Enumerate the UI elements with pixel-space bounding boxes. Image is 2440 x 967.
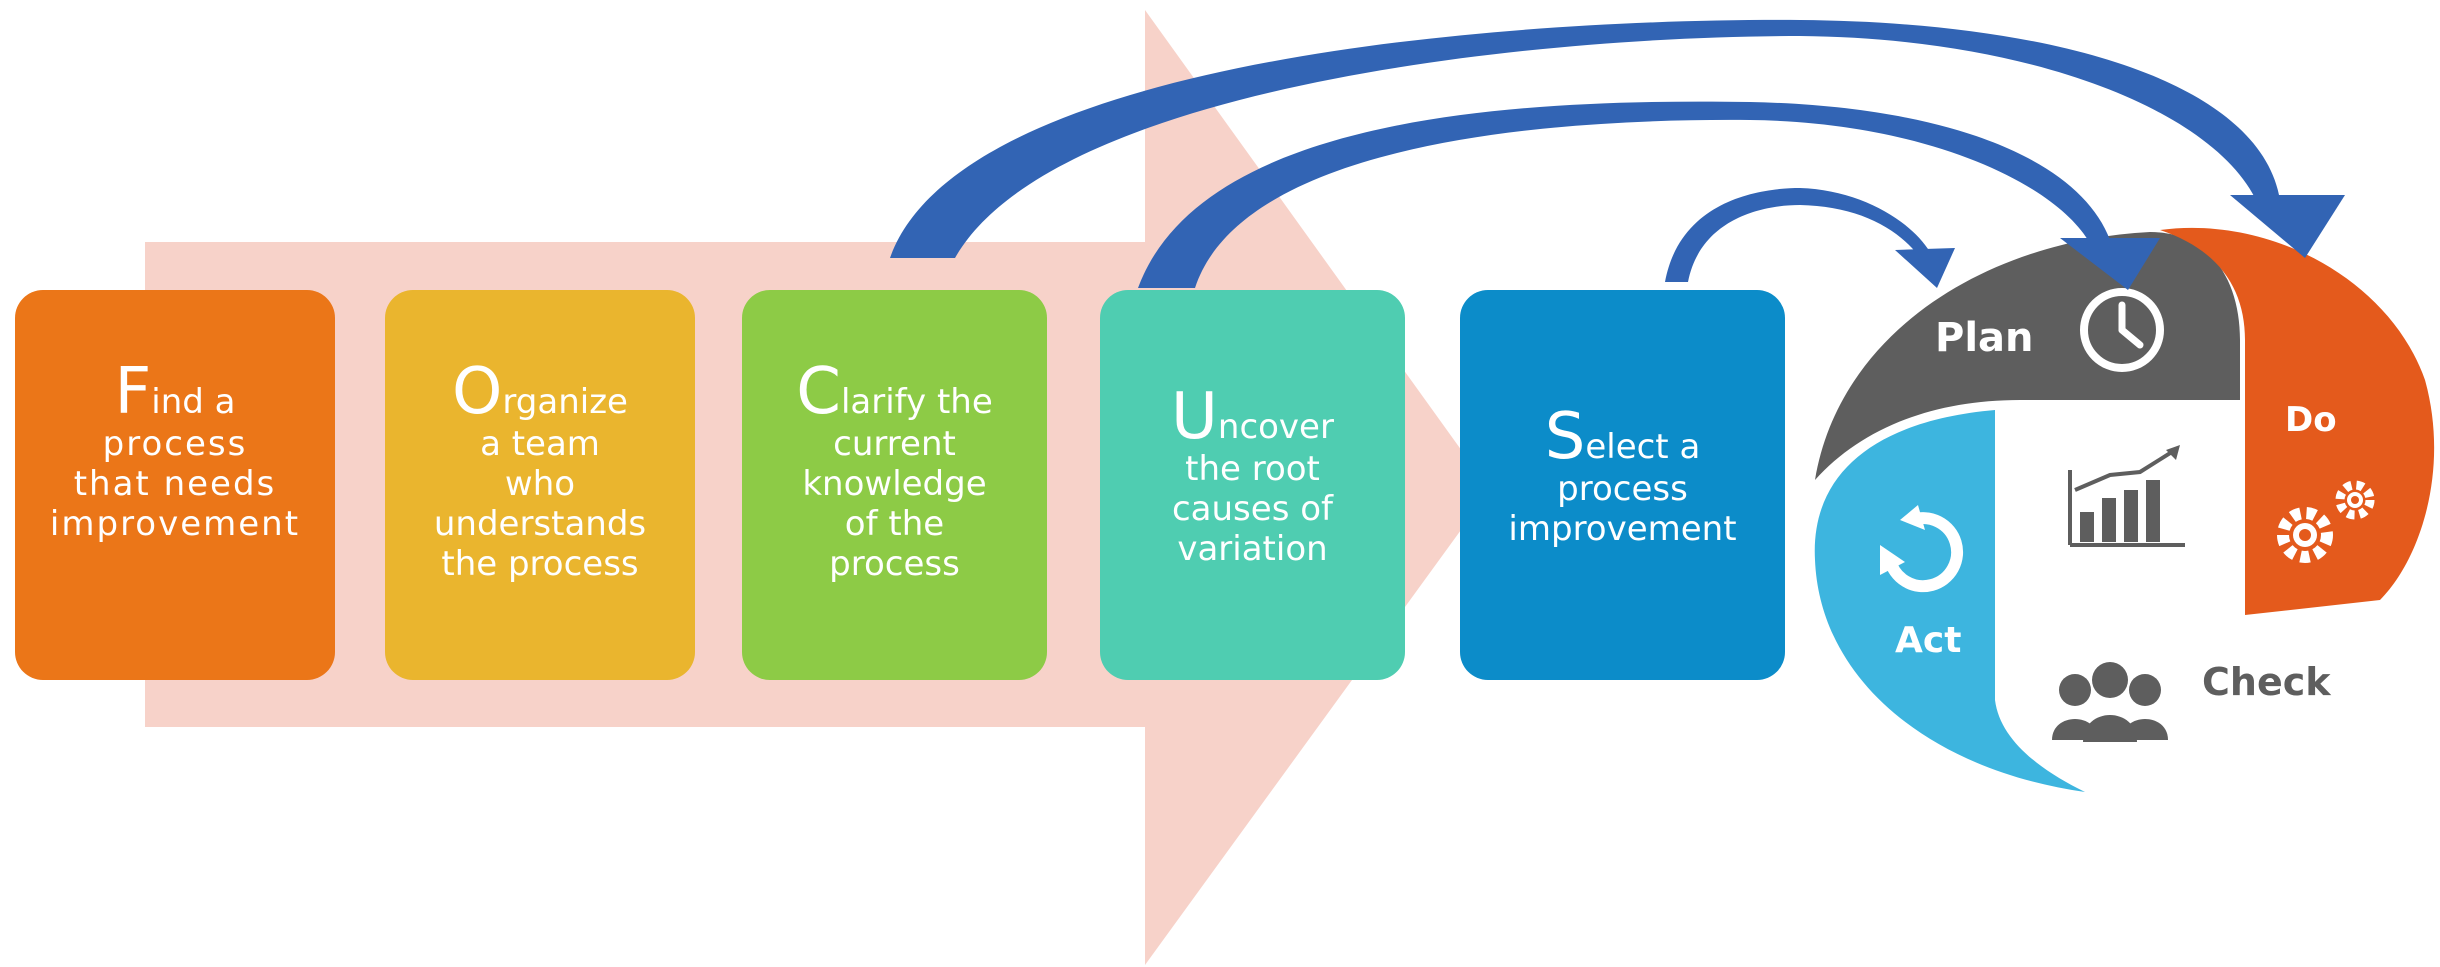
people-icon — [2052, 662, 2168, 742]
pdca-do-label: Do — [2285, 400, 2337, 440]
pdca-plan-label: Plan — [1935, 315, 2034, 361]
step-body: a team who understands the process — [433, 424, 647, 584]
pdca-check-label: Check — [2202, 660, 2331, 704]
step-text-uncover: Uncover the root causes of variation — [1100, 385, 1405, 569]
arrowhead-act — [1895, 248, 1955, 288]
bar-chart-icon — [2068, 445, 2185, 547]
arrow-select-to-act — [1665, 188, 1930, 282]
arrowhead-plan — [2060, 238, 2160, 290]
pdca-act-label: Act — [1895, 620, 1962, 661]
step-initial: C — [796, 355, 841, 429]
step-title-rest: larify the — [840, 382, 993, 422]
step-title-rest: elect a — [1585, 427, 1701, 467]
step-text-organize: Organize a team who understands the proc… — [385, 360, 695, 584]
pdca-do-segment — [2160, 227, 2435, 615]
step-initial: S — [1544, 400, 1586, 474]
step-body: process improvement — [1508, 469, 1737, 549]
step-initial: F — [114, 355, 152, 429]
cycle-icon — [1880, 505, 1964, 593]
step-text-find: Find a process that needs improvement — [15, 360, 335, 544]
connector-arrows — [890, 19, 2345, 290]
arrow-clarify-to-do — [890, 19, 2280, 258]
step-text-clarify: Clarify the current knowledge of the pro… — [742, 360, 1047, 584]
step-body: process that needs improvement — [49, 424, 301, 544]
step-title-rest: rganize — [502, 382, 628, 422]
step-title-rest: ncover — [1217, 407, 1334, 447]
step-text-select: Select a process improvement — [1460, 405, 1785, 549]
step-box-clarify — [742, 290, 1047, 680]
step-initial: U — [1171, 380, 1218, 454]
step-initial: O — [452, 355, 503, 429]
arrowhead-do — [2230, 195, 2345, 258]
step-box-organize — [385, 290, 695, 680]
step-body: the root causes of variation — [1171, 449, 1333, 569]
step-box-find — [15, 290, 335, 680]
step-box-uncover — [1100, 290, 1405, 680]
gears-icon — [2277, 480, 2375, 563]
arrow-uncover-to-plan — [1138, 101, 2110, 288]
step-title-rest: ind a — [151, 382, 236, 422]
clock-icon — [2080, 288, 2164, 372]
pdca-act-segment — [1814, 410, 2085, 792]
step-body: current knowledge of the process — [802, 424, 987, 584]
step-box-select — [1460, 290, 1785, 680]
